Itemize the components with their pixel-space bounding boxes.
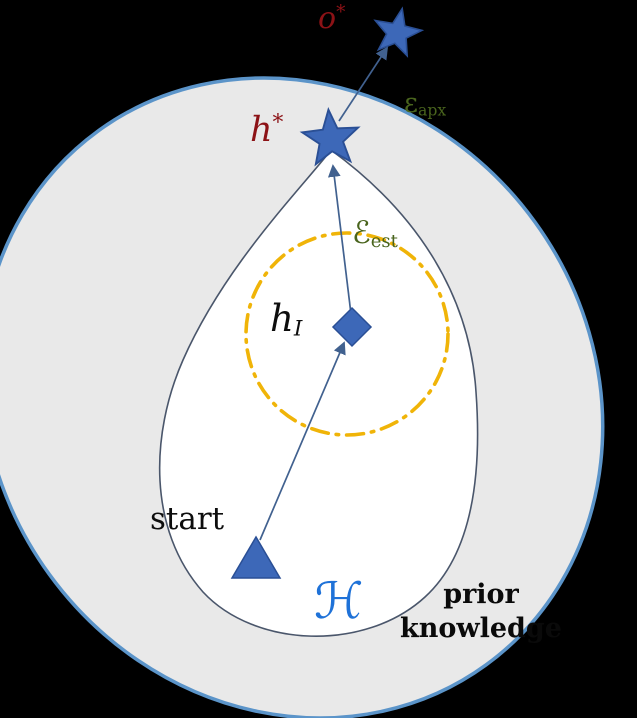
label-initial-hypothesis: hI (270, 300, 302, 340)
hypothesis-space-blob (158, 148, 479, 637)
arrow-hI-to-hstar (327, 164, 352, 315)
oracle-star (368, 2, 427, 59)
oracle-superscript: * (336, 2, 346, 23)
approx-error-subscript: apx (418, 100, 447, 120)
initial-hypothesis-diamond (331, 306, 373, 348)
label-approximation-error: εapx (404, 90, 446, 118)
label-hypothesis-space: ℋ (314, 572, 364, 630)
prior-knowledge-line2: knowledge (400, 612, 562, 644)
estimation-error-subscript: est (370, 230, 398, 252)
initial-hypothesis-subscript: I (293, 316, 303, 342)
best-hypothesis-superscript: * (272, 110, 284, 135)
approx-error-symbol: ε (404, 88, 418, 119)
prior-knowledge-line1: prior (443, 579, 519, 610)
label-estimation-error: ℰest (352, 218, 398, 251)
oracle-symbol: o (318, 1, 337, 37)
label-best-hypothesis: h* (250, 112, 283, 148)
initial-hypothesis-symbol: h (270, 297, 294, 340)
estimation-error-circle (244, 231, 450, 437)
estimation-error-symbol: ℰ (352, 215, 371, 251)
best-hypothesis-symbol: h (250, 109, 273, 150)
label-prior-knowledge: prior knowledge (386, 578, 576, 646)
label-oracle: o* (318, 1, 346, 37)
start-triangle (230, 535, 282, 579)
arrow-start-to-hI (259, 341, 346, 541)
label-start: start (150, 501, 225, 537)
arrow-hstar-to-ostar (338, 46, 389, 122)
